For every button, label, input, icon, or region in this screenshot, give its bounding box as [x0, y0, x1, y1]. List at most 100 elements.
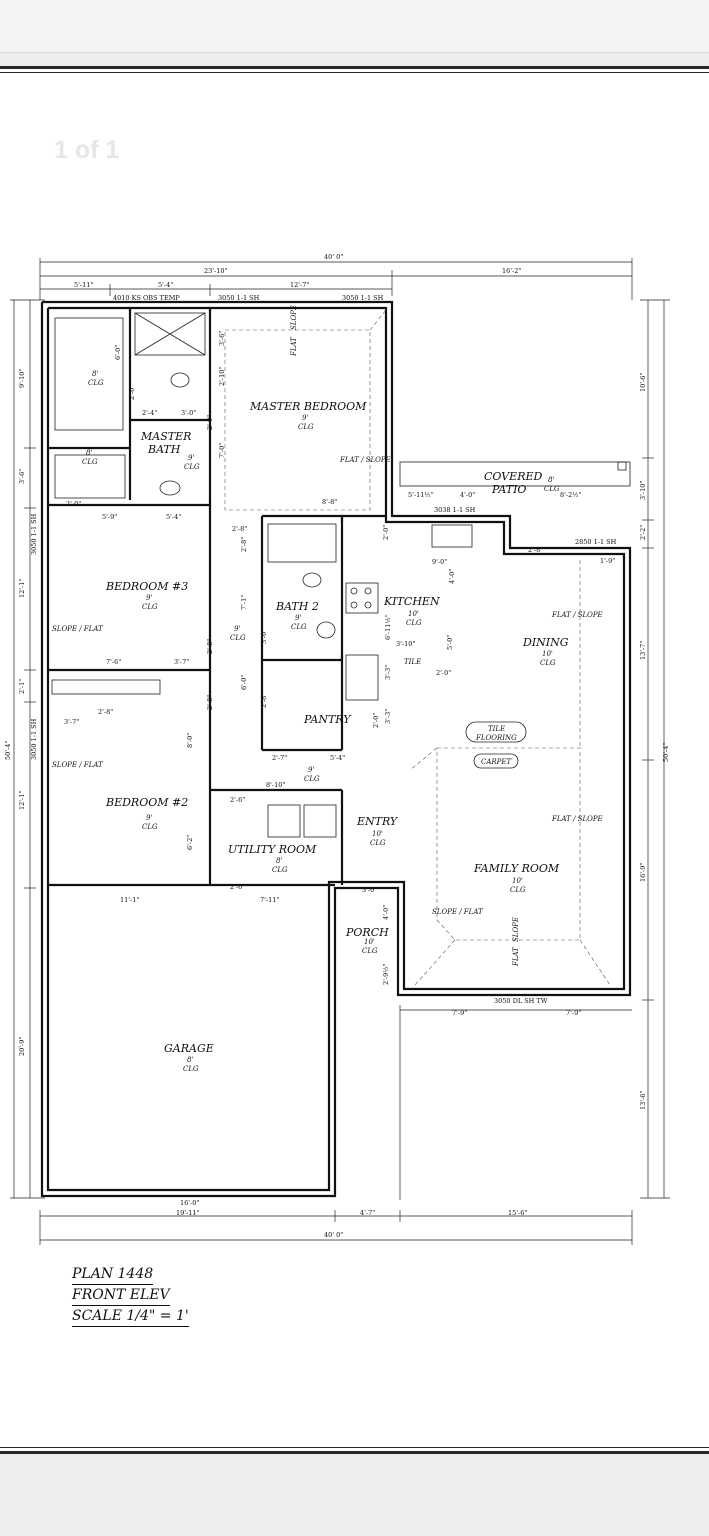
bedroom3-ceiling: 9'	[146, 594, 152, 602]
title-elevation: FRONT ELEV	[72, 1285, 170, 1306]
drawing-sheet	[0, 66, 709, 1454]
kitchen-clg: CLG	[406, 619, 422, 627]
viewer-toolbar	[0, 0, 709, 53]
bedroom3-clg: CLG	[142, 603, 158, 611]
garage-ceiling: 8'	[187, 1056, 193, 1064]
title-block: PLAN 1448 FRONT ELEV SCALE 1/4" = 1'	[72, 1264, 189, 1327]
hall2-ceiling: 9'	[308, 766, 314, 774]
hall-clg: CLG	[230, 634, 246, 642]
dim-k-i: 2'-0"	[382, 525, 390, 540]
dim-p-a: 2'-7"	[272, 754, 287, 762]
dim-k-c: 1'-9"	[600, 557, 615, 565]
window-label-1: 4010 KS OBS TEMP	[113, 294, 180, 302]
room-family: FAMILY ROOM	[473, 862, 560, 875]
porch-clg: CLG	[362, 947, 378, 955]
family-ceiling: 10'	[512, 877, 523, 885]
dim-right-b: 3'-10"	[639, 481, 647, 500]
dim-b2-a: 3'-7"	[64, 718, 79, 726]
dim-right-c: 2'-2"	[639, 525, 647, 540]
dim-right-a: 10'-6"	[639, 373, 647, 392]
dim-left-f: 20'-9"	[18, 1037, 26, 1056]
dim-b3-d: 7'-6"	[106, 658, 121, 666]
dim-e-c: 2'-9½"	[382, 963, 390, 985]
bath2-ceiling: 9'	[295, 614, 301, 622]
window-label-4: 3038 1-1 SH	[434, 506, 476, 514]
room-entry: ENTRY	[356, 815, 399, 828]
note-flat-slope-family: FLAT / SLOPE	[551, 815, 603, 823]
dim-bottom-overall: 40' 0"	[324, 1231, 343, 1239]
dim-mb-d: 7'-0"	[218, 443, 226, 458]
dim-bath2-c: 3'-0"	[260, 629, 268, 644]
dim-b3-a: 5'-9"	[102, 513, 117, 521]
family-clg: CLG	[510, 886, 526, 894]
dim-g-a: 11'-1"	[120, 896, 139, 904]
dim-p-e: 3'-3"	[384, 709, 392, 724]
dim-k-f: 3'-10"	[396, 640, 415, 648]
dim-mb-e: 2'-0"	[128, 385, 136, 400]
dim-u-a: 8'-10"	[266, 781, 285, 789]
dim-left-d: 2'-1"	[18, 679, 26, 694]
room-labels: MASTER BEDROOM 9' CLG MASTER BATH 9' CLG…	[82, 370, 569, 1073]
entry-ceiling: 10'	[372, 830, 383, 838]
note-slope-flat-b2: SLOPE / FLAT	[52, 761, 104, 769]
dim-left-b: 3'-6"	[18, 469, 26, 484]
bath2-clg: CLG	[291, 623, 307, 631]
dim-mb-a: 6'-0"	[114, 345, 122, 360]
window-label-3: 3050 1-1 SH	[342, 294, 384, 302]
dim-b2-e: 2'-8"	[206, 695, 214, 710]
dim-bottom-b: 4'-7"	[360, 1209, 375, 1217]
dim-bath2-f: 6'-0"	[240, 675, 248, 690]
dim-left-e: 12'-1"	[18, 791, 26, 810]
window-label-7: 3050 1-1 SH	[30, 513, 38, 555]
dim-f-b: 7'-9"	[566, 1009, 581, 1017]
note-tile-flooring-1: TILE	[488, 725, 505, 733]
patio-ceiling: 8'	[548, 476, 554, 484]
note-slope-vertical: SLOPE	[290, 305, 298, 330]
note-tile: TILE	[404, 658, 421, 666]
dim-mb-g: 3'-0"	[181, 409, 196, 417]
dim-top-left: 23'-10"	[204, 267, 228, 275]
note-carpet: CARPET	[481, 758, 513, 766]
dim-bath2-a: 2'-8"	[240, 537, 248, 552]
room-pantry: PANTRY	[303, 713, 352, 726]
utility-clg: CLG	[272, 866, 288, 874]
window-label-5: 2850 1-1 SH	[575, 538, 617, 546]
page-indicator: 1 of 1	[54, 136, 120, 164]
dim-right-f: 13'-6"	[639, 1091, 647, 1110]
note-tile-flooring-2: FLOORING	[475, 734, 517, 742]
dim-u-d: 7'-11"	[260, 896, 279, 904]
viewer-bottom-bar	[0, 1468, 709, 1536]
closet-ceiling: 8'	[92, 370, 98, 378]
dim-b2-d: 6'-2"	[186, 835, 194, 850]
hall2-clg: CLG	[304, 775, 320, 783]
dim-u-c: 2'-6"	[230, 883, 245, 891]
dim-bath2-d: 2'-8"	[232, 525, 247, 533]
closet2-clg: CLG	[82, 458, 98, 466]
dim-mb-b: 3'-6"	[218, 331, 226, 346]
note-slope-vertical-family: SLOPE	[512, 917, 520, 942]
dim-top-b: 5'-4"	[158, 281, 173, 289]
dim-k-b: 4'-0"	[448, 569, 456, 584]
bedroom2-ceiling: 9'	[146, 814, 152, 822]
dim-patio-a: 5'-11½"	[408, 491, 434, 499]
dimension-lines	[10, 258, 670, 1245]
floor-notes: TILE TILE FLOORING CARPET FLAT / SLOPE F…	[52, 305, 603, 967]
dim-e-a: 3'-0"	[362, 886, 377, 894]
dining-ceiling: 10'	[542, 650, 553, 658]
dim-top-c: 12'-7"	[290, 281, 309, 289]
fixtures	[51, 312, 631, 838]
dim-top-a: 5'-11"	[74, 281, 93, 289]
room-utility: UTILITY ROOM	[228, 843, 317, 856]
dim-left-overall: 50'-4"	[4, 741, 12, 760]
room-bedroom-3: BEDROOM #3	[105, 580, 188, 593]
room-covered-patio-2: PATIO	[491, 483, 526, 496]
dim-k-g: 5'-0"	[446, 635, 454, 650]
room-master-bath-2: BATH	[147, 443, 181, 456]
window-label-2: 3050 1-1 SH	[218, 294, 260, 302]
dim-mb-i: 8'-8"	[322, 498, 337, 506]
dim-b3-f: 2'-8"	[206, 639, 214, 654]
title-plan: PLAN 1448	[72, 1264, 154, 1285]
master-bedroom-ceiling: 9'	[302, 414, 308, 422]
dim-bottom-a: 19'-11"	[176, 1209, 200, 1217]
